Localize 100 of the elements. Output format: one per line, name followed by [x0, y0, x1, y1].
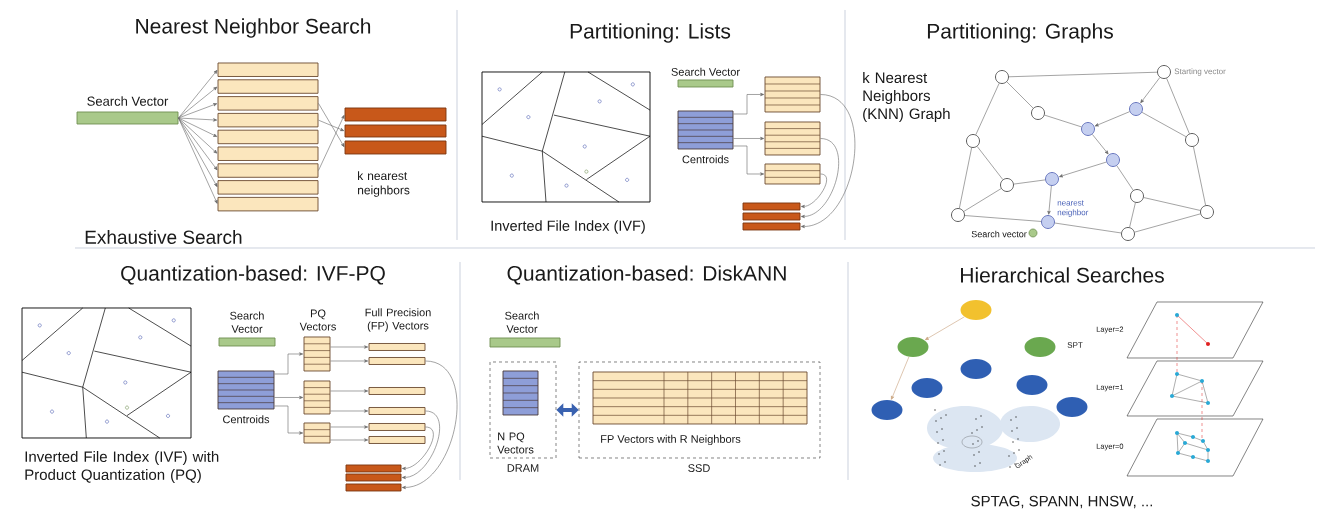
column-heading: PQ Vectors [299, 309, 336, 331]
vector-bar [217, 146, 319, 161]
cluster-ellipse [1056, 397, 1088, 417]
result-bar [344, 124, 447, 138]
vector-bar [217, 180, 319, 195]
arrow [318, 103, 345, 148]
cluster-ellipse [897, 337, 929, 357]
connector-line [1116, 165, 1134, 191]
connector-line [1006, 81, 1034, 109]
arrow [178, 117, 218, 137]
result-bar [742, 212, 801, 221]
panel-title: Quantization-based: IVF-PQ [121, 265, 385, 285]
vector-bar [368, 357, 426, 365]
vector-bar [217, 62, 319, 77]
centroid-stack: Centroids [677, 110, 734, 164]
vector-bar [217, 196, 319, 212]
vector-bar [217, 96, 319, 111]
arrow [178, 117, 218, 187]
connector-line [1141, 112, 1187, 137]
connector-line [1134, 213, 1201, 233]
centroid-stack: Centroids [217, 370, 275, 424]
cluster-ellipse [911, 378, 943, 398]
arrow [1094, 111, 1130, 127]
result-bar [742, 202, 801, 211]
vector-bar [217, 79, 319, 94]
arrow [274, 405, 304, 435]
arrow [733, 145, 765, 176]
arrow [274, 395, 304, 400]
caption: SPTAG, SPANN, HNSW, ... [971, 495, 1153, 509]
vector-bar [368, 423, 426, 431]
cluster-ellipse [960, 300, 992, 320]
graph-node [966, 134, 980, 148]
node-label: DRAM [507, 464, 539, 472]
vector-bar [368, 387, 426, 395]
arrow [401, 360, 458, 490]
caption: Inverted File Index (IVF) with Product Quantization (PQ) [25, 451, 219, 483]
arrow [1059, 161, 1107, 178]
node-label: Search Vector [671, 67, 740, 76]
cluster-ellipse [960, 359, 992, 379]
node-caption: nearest neighbor [1057, 200, 1089, 217]
graph-node [1045, 172, 1059, 186]
node-label: Search Vector [230, 311, 264, 333]
arrow [925, 316, 965, 341]
connector-line [975, 83, 1000, 135]
connector-line [1143, 197, 1201, 211]
connector-line [963, 188, 1002, 212]
panel-title: Quantization-based: DiskANN [507, 265, 786, 285]
graph-node [951, 208, 965, 222]
arrow [891, 356, 910, 400]
panel-title: Partitioning: Graphs [927, 23, 1113, 43]
result-bar [742, 222, 801, 231]
panel-title: Nearest Neighbor Search [136, 18, 371, 38]
arrow [318, 114, 345, 171]
arrow [330, 359, 369, 363]
connector-line [1193, 146, 1206, 206]
arrow [330, 389, 369, 393]
connector-line [976, 146, 1004, 180]
arrow [318, 119, 345, 131]
vector-bar [368, 436, 426, 444]
connector-line [1008, 71, 1158, 78]
graph-node [1121, 227, 1135, 241]
arrow [800, 138, 839, 219]
arrow [178, 117, 218, 154]
connector-line [1044, 114, 1082, 128]
result-bar [345, 483, 402, 492]
vector-bar: Search Vector [76, 96, 179, 125]
graph-node [1000, 178, 1014, 192]
arrow [178, 117, 218, 171]
node-caption: k nearest neighbors [358, 171, 410, 197]
vector-stack [502, 370, 539, 416]
arrow [330, 345, 369, 349]
list-stack [303, 336, 331, 372]
tree-label: SPT [1067, 342, 1083, 348]
vector-bar: Search Vector [218, 311, 276, 347]
search-point: Search vector [971, 228, 1038, 238]
connector-line [959, 147, 972, 209]
vector-bar: Search Vector [671, 67, 740, 88]
connector-line [1013, 179, 1046, 185]
arrow [401, 410, 440, 480]
list-stack [764, 76, 821, 113]
double-arrow [556, 403, 579, 417]
arrow [178, 86, 218, 119]
cluster-ellipse [1016, 375, 1048, 395]
result-bar [344, 107, 447, 122]
list-stack [303, 422, 331, 444]
arrow [178, 70, 218, 119]
vector-bar [217, 163, 319, 178]
arrow [178, 103, 218, 119]
graph-node [1106, 153, 1120, 167]
list-stack [764, 163, 821, 185]
connector-line [1054, 222, 1122, 234]
memory-box: FP Vectors with R Neighbors SSD [578, 361, 821, 472]
node-label: SSD [688, 464, 710, 472]
connector-line [1129, 202, 1136, 228]
node-caption: Starting vector [1174, 68, 1226, 76]
arrow [1092, 134, 1109, 155]
graph-node [1185, 133, 1199, 147]
caption: Inverted File Index (IVF) [491, 220, 645, 234]
node-label: Search Vector [505, 311, 539, 333]
list-stack [303, 380, 331, 415]
